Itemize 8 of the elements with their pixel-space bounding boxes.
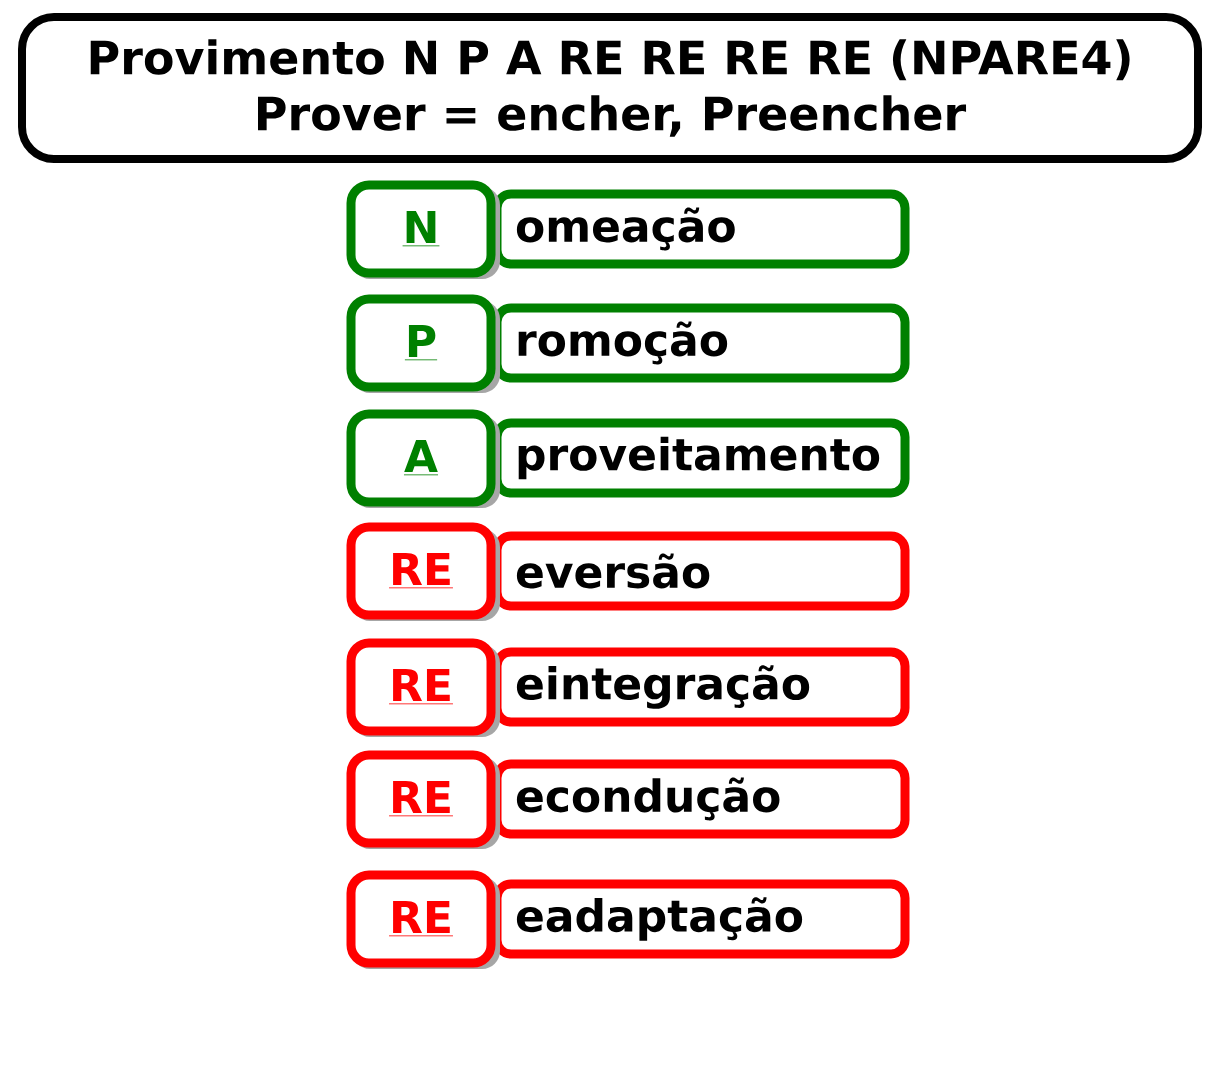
title-box: Provimento N P A RE RE RE RE (NPARE4) Prover = encher, Preencher <box>18 13 1202 163</box>
letter-box: RE <box>346 750 500 849</box>
letter-box: P <box>346 294 500 393</box>
letter-box: N <box>346 180 500 279</box>
letter-box: RE <box>346 638 500 737</box>
letter-box: RE <box>346 870 500 969</box>
letter-box: A <box>346 409 500 508</box>
letter-box: RE <box>346 522 500 621</box>
